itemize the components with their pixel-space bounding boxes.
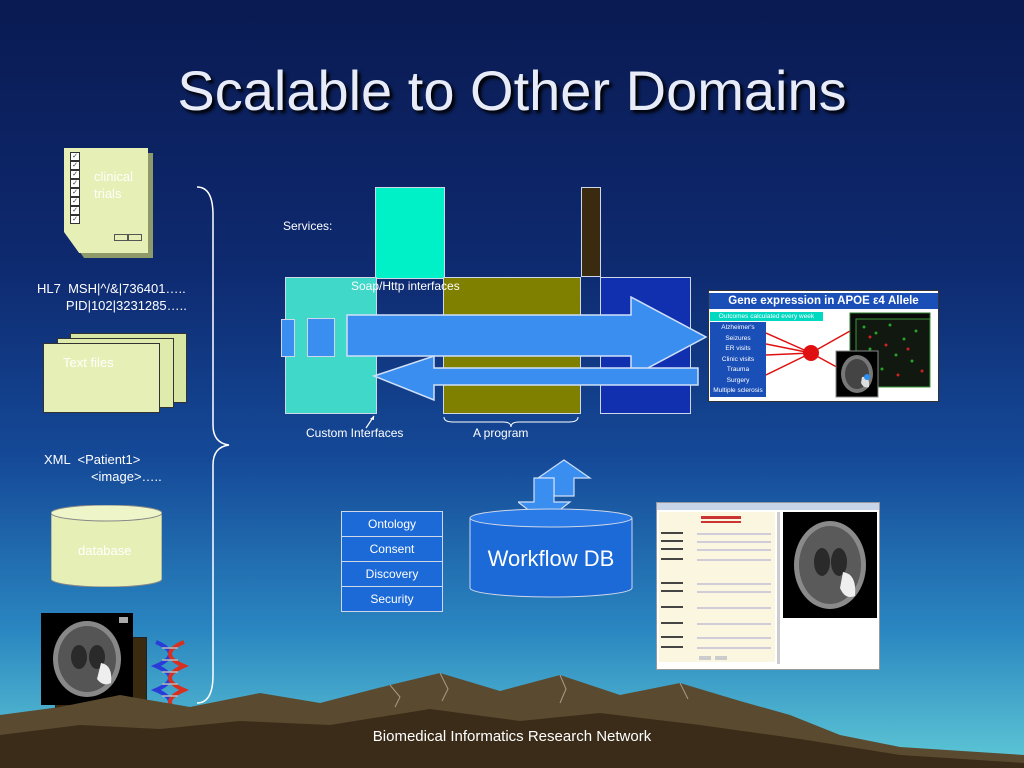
services-table: Ontology Consent Discovery Security — [341, 511, 443, 612]
gene-outcome-list: Alzheimer's Seizures ER visits Clinic vi… — [710, 322, 766, 397]
service-block-dark — [581, 187, 601, 277]
clinical-trials-label: clinical trials — [94, 169, 134, 201]
request-arrow-right — [346, 296, 708, 378]
footer-organization: Biomedical Informatics Research Network — [372, 728, 652, 745]
service-ontology: Ontology — [341, 511, 443, 537]
service-discovery: Discovery — [341, 561, 443, 587]
database-label: database — [78, 543, 132, 558]
database-cylinder-icon — [51, 505, 162, 587]
plug-left-large — [307, 318, 335, 357]
text-files-label: Text files — [63, 355, 114, 370]
services-label: Services: — [283, 219, 333, 233]
screenshot-brain-ct-image — [783, 512, 877, 618]
screenshot-toolbar — [657, 503, 879, 510]
xml-label: XML <Patient1> <image>….. — [44, 452, 162, 484]
soap-http-label: Soap/Http interfaces — [351, 279, 460, 293]
program-label: A program — [473, 426, 529, 440]
gene-network-diagram — [766, 312, 931, 398]
service-block-teal — [375, 187, 445, 279]
custom-interfaces-label: Custom Interfaces — [306, 426, 404, 440]
program-brace — [443, 416, 579, 428]
response-arrow-left — [372, 354, 699, 402]
hl7-message-label: HL7 MSH|^/&|736401….. PID|102|3231285….. — [37, 281, 187, 313]
clinical-trials-document: ✓✓ ✓✓ ✓✓ ✓✓ — [64, 148, 148, 253]
service-security: Security — [341, 586, 443, 612]
slide-title: Scalable to Other Domains — [177, 59, 847, 122]
workflow-db-label: Workflow DB — [487, 546, 615, 571]
mountain-range-background — [0, 672, 1024, 768]
screenshot-timeline-graphic — [661, 516, 771, 660]
workflow-db-cylinder-icon — [469, 508, 633, 598]
clinical-app-screenshot — [656, 502, 880, 670]
text-file-front — [43, 343, 160, 413]
plug-left-small — [281, 319, 295, 357]
gene-expression-title: Gene expression in APOE ε4 Allele — [709, 293, 938, 309]
gene-expression-panel: Gene expression in APOE ε4 Allele Outcom… — [708, 290, 939, 402]
pointer-arrow-icon — [365, 415, 375, 429]
service-consent: Consent — [341, 536, 443, 562]
gene-row: Multiple sclerosis — [710, 385, 766, 397]
grouping-brace — [196, 186, 230, 704]
brain-ct-scan-image — [41, 613, 133, 705]
gene-outcomes-row: Outcomes calculated every week — [710, 312, 823, 321]
screenshot-divider — [777, 512, 780, 664]
